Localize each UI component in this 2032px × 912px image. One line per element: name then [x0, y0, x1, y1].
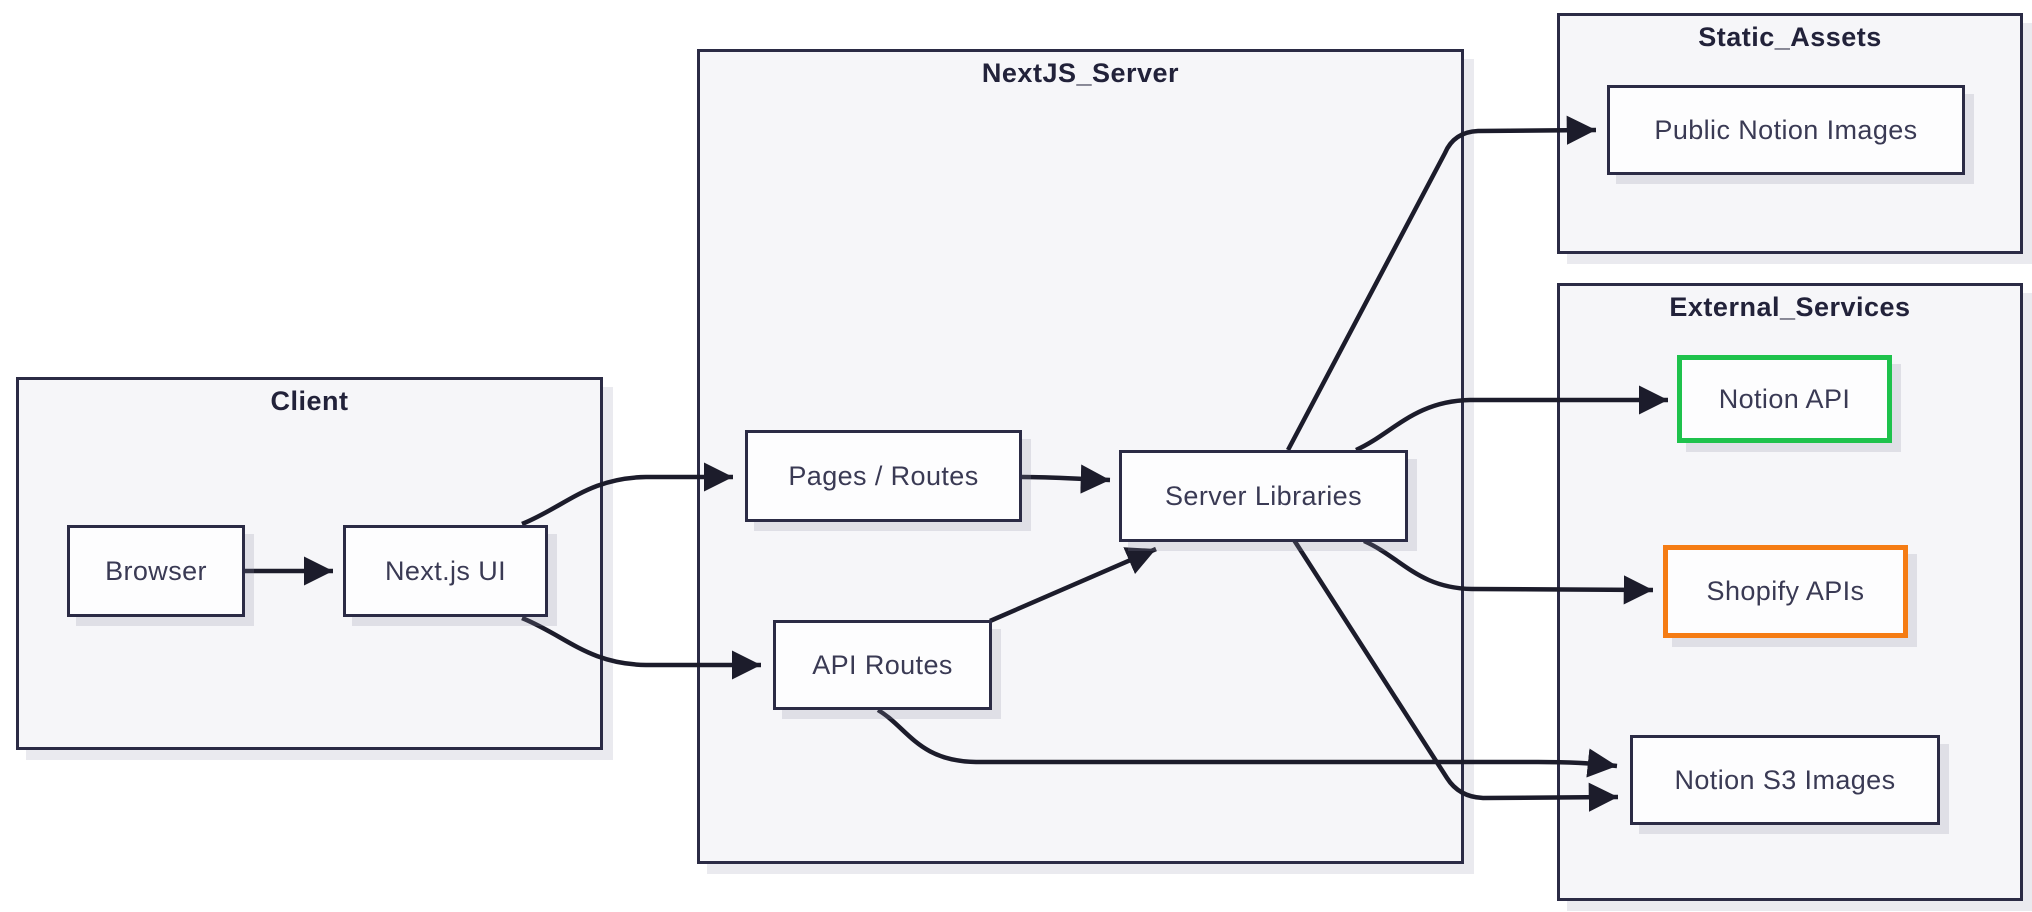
- node-shopify-apis-label: Shopify APIs: [1706, 576, 1865, 606]
- node-api-routes-label: API Routes: [812, 649, 953, 680]
- edge-nextjs-ui-to-api-routes: [521, 615, 761, 680]
- subgraph-client-title: Client: [270, 386, 349, 416]
- node-api-routes: API Routes: [773, 620, 992, 710]
- node-notion-api-label: Notion API: [1718, 383, 1851, 414]
- edge-api-routes-to-server-libraries: [989, 546, 1157, 624]
- node-browser: Browser: [67, 525, 245, 617]
- subgraph-static-assets-title: Static_Assets: [1698, 22, 1882, 52]
- subgraph-external-services-title: External_Services: [1669, 292, 1911, 322]
- node-notion-api: Notion API: [1677, 355, 1892, 443]
- node-pages-routes-label: Pages / Routes: [788, 460, 979, 491]
- node-nextjs-ui: Next.js UI: [343, 525, 548, 617]
- edge-server-libraries-to-notion-s3-images: [1292, 538, 1619, 812]
- edge-pages-routes-to-server-libraries: [1021, 464, 1111, 494]
- node-public-notion-images: Public Notion Images: [1607, 85, 1965, 175]
- edge-api-routes-to-notion-s3-images: [876, 708, 1618, 778]
- node-server-libraries: Server Libraries: [1119, 450, 1408, 542]
- node-notion-s3-images-label: Notion S3 Images: [1674, 764, 1896, 795]
- subgraph-nextjs-server-title: NextJS_Server: [981, 58, 1180, 88]
- node-pages-routes: Pages / Routes: [745, 430, 1022, 522]
- node-public-notion-images-label: Public Notion Images: [1654, 114, 1918, 145]
- node-browser-label: Browser: [105, 555, 207, 586]
- edge-server-libraries-to-shopify-apis: [1363, 538, 1654, 605]
- node-shopify-apis: Shopify APIs: [1663, 545, 1908, 638]
- edge-nextjs-ui-to-pages-routes: [521, 462, 733, 527]
- node-nextjs-ui-label: Next.js UI: [384, 555, 507, 586]
- node-notion-s3-images: Notion S3 Images: [1630, 735, 1940, 825]
- edge-server-libraries-to-public-notion-images: [1286, 115, 1597, 452]
- edge-server-libraries-to-notion-api: [1355, 385, 1668, 453]
- node-server-libraries-label: Server Libraries: [1165, 480, 1362, 511]
